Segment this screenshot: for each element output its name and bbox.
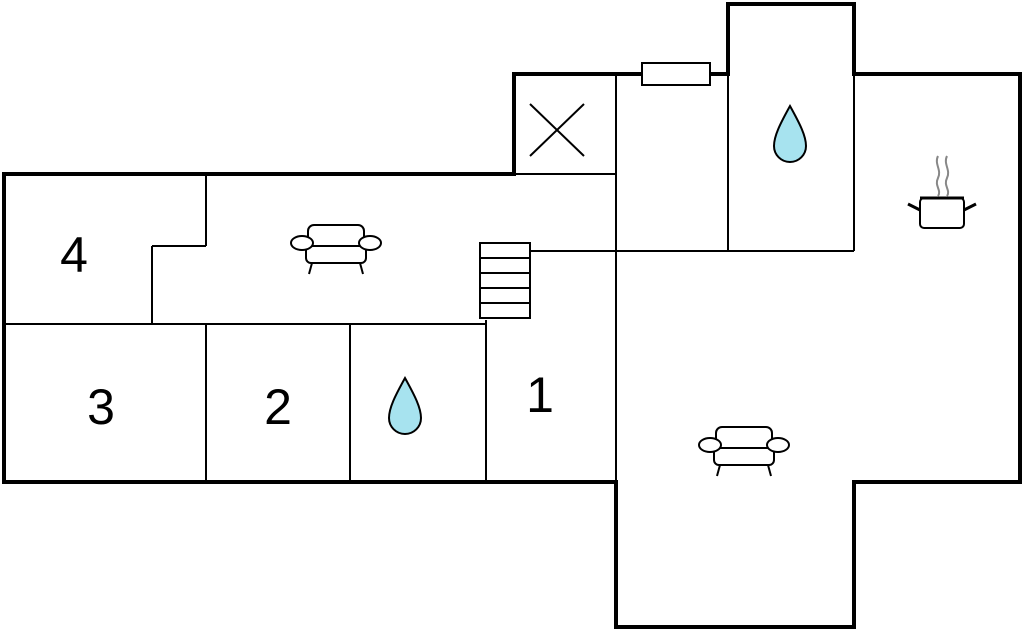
room-label-4: 4 bbox=[60, 227, 88, 283]
interior-walls bbox=[4, 74, 855, 482]
room-label-1: 1 bbox=[526, 367, 554, 423]
heater-icon bbox=[641, 62, 711, 86]
room-label-2: 2 bbox=[264, 379, 292, 435]
cross-icon bbox=[529, 103, 585, 157]
room-label-3: 3 bbox=[87, 379, 115, 435]
water-drop-icon bbox=[387, 375, 423, 435]
water-drop-icon bbox=[772, 103, 808, 163]
sofa-icon bbox=[290, 224, 382, 275]
sofa-icon bbox=[698, 426, 790, 477]
cooking-pot-icon bbox=[907, 155, 977, 229]
stairs-icon bbox=[479, 242, 531, 319]
